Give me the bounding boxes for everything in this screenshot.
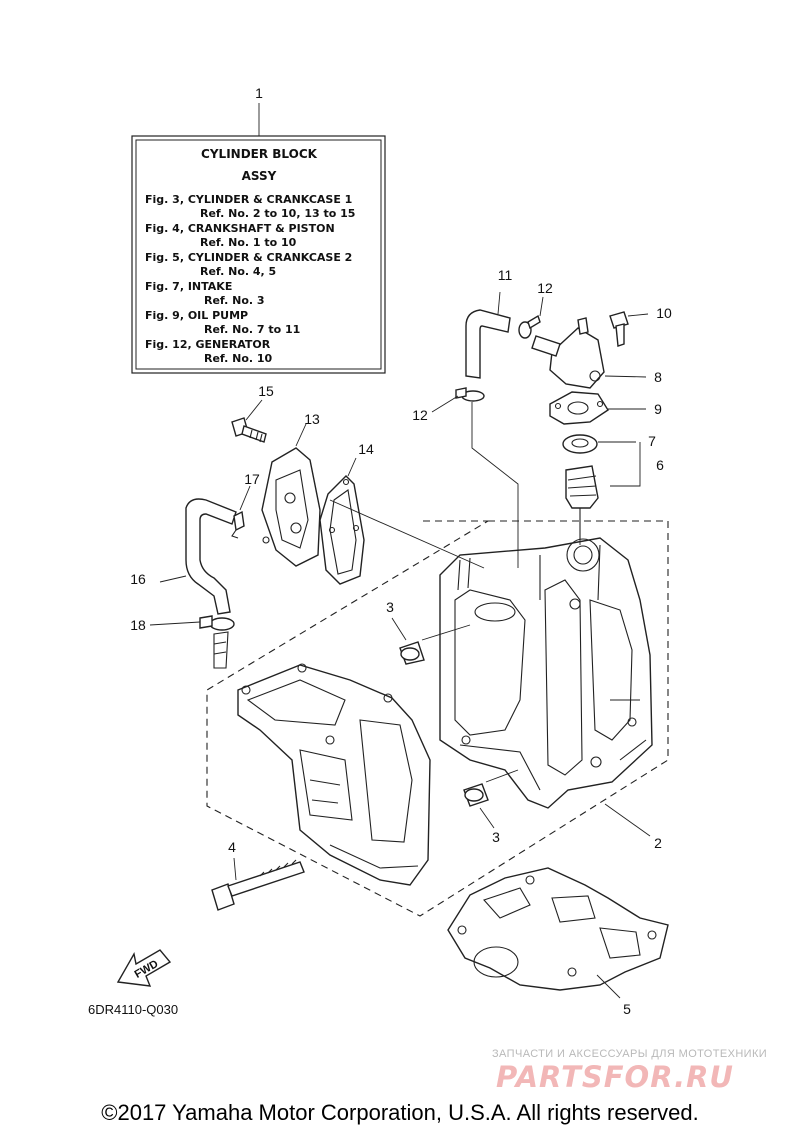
cylinder-block [439,537,653,809]
callout-14: 14 [358,441,374,457]
cooling-water-hose [465,309,511,379]
info-box-line: Fig. 3, CYLINDER & CRANKCASE 1 [145,193,352,206]
cylinder-head-gasket [447,867,669,991]
callout-1: 1 [255,85,263,101]
callout-17: 17 [244,471,260,487]
callout-11: 11 [498,267,513,283]
callout-10: 10 [656,305,672,321]
info-box-line: Fig. 12, GENERATOR [145,338,271,351]
watermark-tagline: ЗАПЧАСТИ И АКСЕССУАРЫ ДЛЯ МОТОТЕХНИКИ [492,1048,767,1060]
callout-16: 16 [130,571,146,587]
crankcase-bolt [211,859,305,911]
callout-4: 4 [228,839,236,855]
callout-3-lower: 3 [492,829,500,845]
info-box-subtitle: ASSY [242,169,277,183]
info-box-line: Fig. 4, CRANKSHAFT & PISTON [145,222,335,235]
info-box-title: CYLINDER BLOCK [201,147,318,161]
info-box-line: Ref. No. 4, 5 [200,265,276,278]
info-box-line: Ref. No. 1 to 10 [200,236,297,249]
forward-direction-arrow: FWD [116,949,172,987]
thermostat-cover [531,317,605,389]
breather-hose-clip [199,615,235,669]
callout-5: 5 [623,1001,631,1017]
side-cover [261,447,321,567]
drawing-code: 6DR4110-Q030 [88,1002,178,1017]
thermostat-cover-bolt [609,311,629,347]
side-cover-gasket [319,475,365,585]
info-box-line: Fig. 7, INTAKE [145,280,232,293]
thermostat-seal [562,434,598,454]
callout-15: 15 [258,383,274,399]
info-box-line: Ref. No. 2 to 10, 13 to 15 [200,207,355,220]
callout-18: 18 [130,617,146,633]
hose-clip-upper [518,314,541,339]
callout-9: 9 [654,401,662,417]
thermostat [565,465,599,540]
dowel-pin-upper [399,641,425,665]
thermostat-cover-gasket [549,391,609,425]
hose-clip-lower [455,387,485,402]
callout-12-upper: 12 [537,280,553,296]
info-box-line: Fig. 5, CYLINDER & CRANKCASE 2 [145,251,352,264]
info-box-line: Ref. No. 10 [204,352,273,365]
reference-info-box: CYLINDER BLOCK ASSY Fig. 3, CYLINDER & C… [131,135,386,374]
dowel-pin-lower [463,783,489,807]
callout-2: 2 [654,835,662,851]
info-box-line: Ref. No. 7 to 11 [204,323,300,336]
assembly-boundary [206,520,669,917]
side-cover-bolt [231,417,267,443]
hose-clip-small [231,510,245,539]
breather-hose [185,498,237,615]
copyright-notice: ©2017 Yamaha Motor Corporation, U.S.A. A… [101,1100,699,1125]
callout-12-lower: 12 [412,407,428,423]
crankcase [237,663,431,886]
info-box-line: Fig. 9, OIL PUMP [145,309,248,322]
watermark-logo: PARTSFOR.RU [496,1060,734,1094]
callout-13: 13 [304,411,320,427]
callout-7: 7 [648,433,656,449]
info-box-line: Ref. No. 3 [204,294,265,307]
callout-3-upper: 3 [386,599,394,615]
callout-6: 6 [656,457,664,473]
callout-8: 8 [654,369,662,385]
